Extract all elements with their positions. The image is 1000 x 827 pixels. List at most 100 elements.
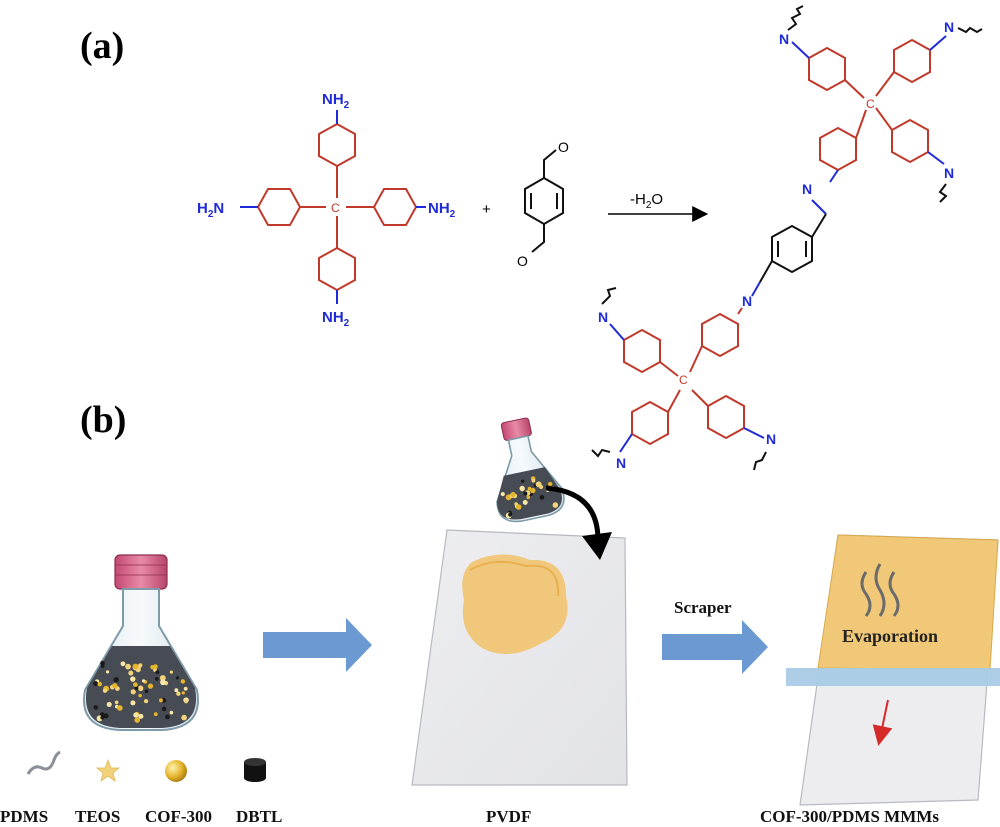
particle [531,478,536,483]
particle [138,713,144,719]
particle [128,670,134,676]
sphere-icon [165,760,187,782]
particle [539,495,545,500]
particle [522,499,528,505]
particle [150,665,155,670]
plus-sign: + [482,201,491,218]
particle [508,512,513,517]
particle [181,714,187,721]
particle [117,705,123,711]
particle [184,699,188,704]
particle [526,495,531,500]
particle [97,681,103,687]
particle [103,713,109,719]
particle [105,670,110,674]
lower-center-carbon: C [679,373,688,387]
svg-text:N: N [802,181,812,197]
particle [100,715,105,720]
particle [530,487,536,494]
svg-text:N: N [616,455,626,471]
particle [154,677,159,681]
flask-cap [114,554,168,590]
particle [153,712,158,717]
particle [143,698,149,704]
particle [527,486,532,491]
legend-label-cof300: COF-300 [145,807,212,826]
particle [106,701,112,708]
tetraamine-monomer: C NH2 NH2 H2N NH2 [197,91,456,329]
cylinder-icon [244,758,266,782]
svg-text:N: N [944,19,954,35]
particle [180,679,186,684]
particle [138,693,142,698]
pour-arrow [545,485,601,541]
pvdf-substrate [411,529,628,786]
particle [523,491,528,496]
phenyl-ring-bottom [318,246,356,292]
upper-center-carbon: C [866,97,875,111]
particle [93,681,99,687]
particle [155,670,160,674]
legend-label-dbtl: DBTL [236,807,282,826]
particle [158,698,163,703]
particle [147,683,154,689]
reaction-condition: -H2O [630,191,663,211]
particle [93,705,99,710]
reaction-flask [83,554,199,731]
aldehyde-oxygen-bottom: O [517,253,528,269]
scraper-label: Scraper [674,598,732,617]
particle [130,689,136,695]
particle [133,682,138,687]
particle [102,688,108,693]
aldehyde-oxygen-top: O [558,139,569,155]
particle [510,491,516,498]
particle [174,688,179,693]
particle [112,683,118,689]
panel-label-a: (a) [80,25,124,67]
particle [141,679,146,683]
star-icon [95,758,121,782]
terephthalaldehyde-monomer: O O [517,139,569,269]
particle [113,677,119,683]
particle [521,479,525,483]
amine-top: NH2 [322,91,350,111]
pvdf-caption: PVDF [486,807,531,826]
particle [169,670,174,674]
particle [161,706,167,712]
product-caption: COF-300/PDMS MMMs [760,807,939,826]
particle [519,485,525,492]
vapor-icon [860,571,872,617]
scrape-direction-arrow [872,699,893,746]
particle [515,504,522,510]
particle [535,481,542,488]
particle [134,717,141,723]
casting-solution [462,554,568,655]
particle [133,712,139,718]
amine-bottom: NH2 [322,309,350,329]
particle [114,700,119,705]
svg-text:N: N [944,165,954,181]
svg-text:N: N [598,309,608,325]
svg-text:N: N [766,431,776,447]
particle [183,686,188,691]
legend-label-pdms: PDMS [0,807,48,826]
product-membrane: Evaporation [786,534,1000,806]
center-carbon-label: C [331,201,340,215]
particle [552,502,559,508]
legend-label-teos: TEOS [75,807,120,826]
particle [160,679,166,686]
particle [137,663,143,668]
particle [100,660,105,666]
amine-right: NH2 [428,200,456,220]
phenyl-ring-left [256,188,302,226]
particle [165,714,170,720]
pouring-flask [496,417,565,523]
svg-text:N: N [742,293,752,309]
particle [130,676,136,682]
particle [159,675,166,681]
svg-text:N: N [779,31,789,47]
process-arrow-2 [662,620,768,674]
phenyl-ring-right [372,188,418,226]
particle [132,663,139,670]
